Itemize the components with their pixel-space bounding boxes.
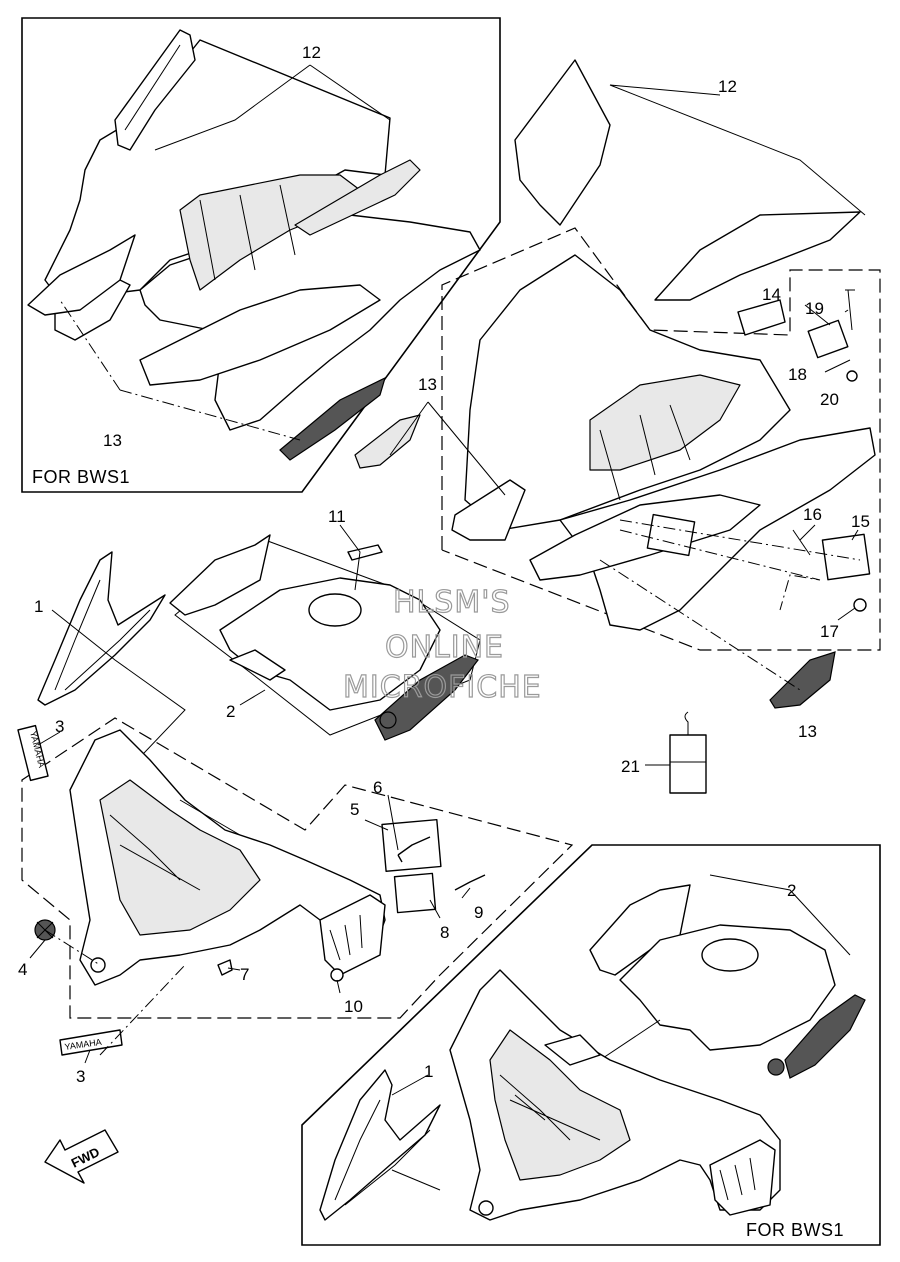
callout-17: 17	[820, 622, 839, 641]
decal-3-upper	[17, 724, 49, 782]
front-decal-2-bws1-dark	[784, 994, 866, 1079]
side-decal-2	[169, 534, 271, 616]
nut-7	[217, 959, 233, 976]
reflector-box	[646, 513, 696, 557]
callout-21: 21	[621, 757, 640, 776]
plate-15	[821, 533, 871, 581]
callout-2-bws1: 2	[787, 881, 796, 900]
callout-2-main: 2	[226, 702, 235, 721]
callout-6: 6	[373, 778, 382, 797]
callout-5: 5	[350, 800, 359, 819]
bws1-rear-fender-box: 12 13 FOR BWS1	[21, 17, 501, 493]
box-label-bottom-right: FOR BWS1	[746, 1220, 844, 1240]
callout-13-right-top: 13	[418, 375, 437, 394]
seat-decal-bws1	[294, 159, 421, 236]
callout-18: 18	[788, 365, 807, 384]
decal-1-bws1	[319, 1069, 441, 1221]
decal-12-lower	[654, 211, 861, 301]
callout-9: 9	[474, 903, 483, 922]
watermark-line3: MICROFICHE	[343, 670, 542, 705]
decal-3-lower	[59, 1029, 123, 1056]
watermark: HLSM'S ONLINE MICROFICHE	[342, 584, 542, 705]
callout-3-lower: 3	[76, 1067, 85, 1086]
bolt-16	[792, 529, 811, 556]
bolt-9	[454, 874, 486, 891]
callout-20: 20	[820, 390, 839, 409]
bolt-19	[845, 289, 855, 331]
callout-1-bws1: 1	[424, 1062, 433, 1081]
decal-13-left	[354, 414, 421, 469]
front-decal-2-dark	[374, 654, 479, 741]
callout-10: 10	[344, 997, 363, 1016]
callout-12-right: 12	[718, 77, 737, 96]
plate-8	[393, 872, 437, 914]
watermark-line2: ONLINE	[385, 630, 504, 665]
front-panel-assembly: 11 2	[169, 507, 481, 741]
callout-7: 7	[240, 965, 249, 984]
callout-11: 11	[328, 507, 346, 526]
decal-12-bws1	[114, 29, 196, 151]
callout-19: 19	[805, 299, 824, 318]
callout-13-right-bottom: 13	[798, 722, 817, 741]
plate-18	[807, 319, 849, 359]
nut-20	[846, 370, 858, 382]
callout-13-bws1: 13	[103, 431, 122, 450]
rear-fender-assembly: 12 13 14 19 18 20 16 15 17 13	[354, 59, 881, 741]
callout-16: 16	[803, 505, 822, 524]
label-tag-21: 21	[621, 711, 707, 794]
decal-12-upper	[514, 59, 611, 226]
fwd-arrow-icon: FWD	[44, 1129, 119, 1184]
front-fender-assembly: YAMAHA YAMAHA 1 3 6 5 9 8 4 7 10 3	[17, 551, 574, 1086]
bws1-front-fender-box: 2 1 FOR BWS1	[301, 844, 881, 1246]
callout-12-bws1: 12	[302, 43, 321, 62]
callout-14: 14	[762, 285, 781, 304]
nut-17	[853, 598, 867, 612]
callout-4: 4	[18, 960, 27, 979]
decal-14	[737, 299, 786, 336]
nut-10	[330, 968, 344, 982]
decal-13-right	[769, 651, 836, 709]
mudflap	[319, 894, 386, 976]
decal-13-bws1	[279, 376, 386, 461]
decal-1	[37, 551, 166, 706]
box-label-top-left: FOR BWS1	[32, 467, 130, 487]
decal-11	[347, 544, 383, 561]
callout-3-upper: 3	[55, 717, 64, 736]
watermark-line1: HLSM'S	[393, 585, 511, 620]
bolt-6	[397, 836, 431, 863]
callout-1-main: 1	[34, 597, 43, 616]
callout-8: 8	[440, 923, 449, 942]
callout-15: 15	[851, 512, 870, 531]
